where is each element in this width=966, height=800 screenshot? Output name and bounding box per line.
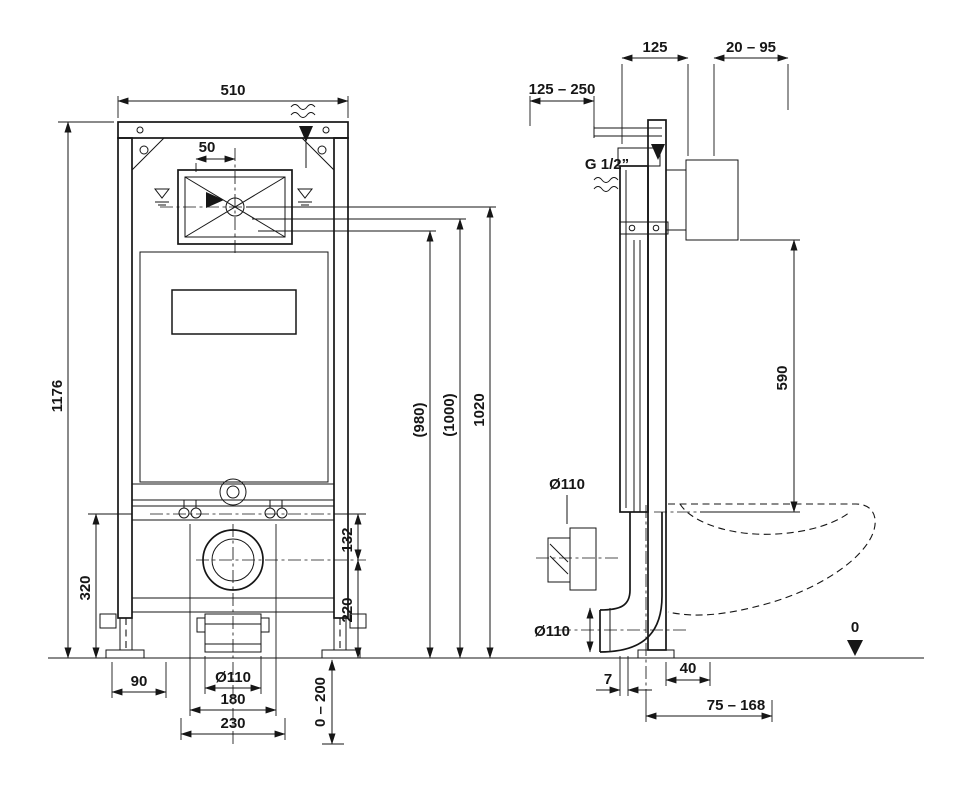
dim-590-label: 590 (774, 365, 791, 390)
flow-arrow-icon (206, 192, 224, 208)
dim-125-250-label: 125 – 250 (529, 81, 596, 98)
drain-connector (536, 527, 618, 591)
dim-50: 50 (195, 139, 236, 172)
cistern-inspection-window (160, 148, 293, 256)
outlet-elbow (558, 505, 688, 700)
dim-1020: 1020 (246, 206, 496, 659)
dim-outlet-dia-label: Ø110 (215, 669, 251, 686)
water-supply-symbol (593, 177, 619, 192)
dim-220: 220 (339, 559, 362, 659)
dia-lower-label: Ø110 (534, 623, 570, 640)
dim-1000: (1000) (252, 218, 466, 659)
dim-320: 320 (77, 513, 132, 659)
dim-125-250: 125 – 250 (529, 81, 596, 126)
dim-125-label: 125 (642, 39, 667, 56)
front-view: 510 50 1176 320 90 Ø110 (49, 82, 496, 745)
dim-75-168: 75 – 168 (645, 697, 773, 722)
wall-protection-box (665, 159, 739, 241)
dim-outlet-dia-front: Ø110 (204, 656, 262, 694)
dim-dia-lower: Ø110 (534, 607, 594, 653)
dim-180: 180 (189, 524, 277, 716)
dim-220-label: 220 (339, 597, 356, 622)
water-inlet-symbol (290, 104, 316, 168)
dim-320-label: 320 (77, 575, 94, 600)
protection-grid-panel (139, 251, 329, 483)
floor-datum: 0 (847, 619, 863, 656)
dim-90-label: 90 (131, 673, 148, 690)
dim-40: 40 (665, 660, 711, 686)
dim-132-label: 132 (339, 527, 356, 552)
side-frame-rail (637, 119, 675, 659)
side-view: G 1/2” (529, 39, 876, 722)
dim-230-label: 230 (220, 715, 245, 732)
front-frame (99, 121, 367, 629)
thread-size-label: G 1/2” (585, 156, 629, 173)
dim-50-label: 50 (199, 139, 216, 156)
dim-90: 90 (111, 662, 167, 698)
dim-20-95-label: 20 – 95 (726, 39, 776, 56)
outlet-bracket (196, 613, 270, 653)
dim-1020-label: 1020 (471, 393, 488, 426)
water-level-symbol-right (296, 188, 314, 206)
dim-0-200: 0 – 200 (312, 659, 344, 745)
access-window (171, 289, 297, 335)
dim-980: (980) (258, 230, 436, 659)
water-level-symbol-left (153, 188, 171, 206)
dia-upper-label: Ø110 (549, 476, 585, 493)
wall-bracket-left (99, 613, 117, 629)
dim-75-168-label: 75 – 168 (707, 697, 765, 714)
dim-230: 230 (180, 715, 286, 740)
dim-125: 125 (621, 39, 689, 156)
dim-7: 7 (596, 656, 652, 696)
dim-20-95: 20 – 95 (713, 39, 789, 156)
down-arrow-icon (299, 126, 313, 142)
datum-zero-label: 0 (851, 619, 859, 636)
down-arrow-icon (651, 144, 665, 160)
side-cistern (617, 147, 669, 513)
dim-1000-label: (1000) (441, 393, 458, 436)
mounting-crossbar (131, 478, 335, 521)
supply-pipe (593, 126, 665, 160)
flush-bend (196, 524, 366, 744)
dim-180-label: 180 (220, 691, 245, 708)
dim-980-label: (980) (411, 402, 428, 437)
toilet-bowl-outline (654, 503, 876, 616)
dim-7-label: 7 (604, 671, 612, 688)
dim-1176: 1176 (49, 121, 114, 659)
dim-40-label: 40 (680, 660, 697, 677)
dim-132: 132 (334, 513, 366, 561)
dim-510: 510 (117, 82, 349, 118)
dim-590: 590 (700, 239, 800, 513)
dim-0-200-label: 0 – 200 (312, 677, 329, 727)
datum-triangle-icon (847, 640, 863, 656)
dim-510-label: 510 (220, 82, 245, 99)
dim-dia-upper: Ø110 (549, 476, 585, 524)
dim-1176-label: 1176 (49, 380, 66, 413)
